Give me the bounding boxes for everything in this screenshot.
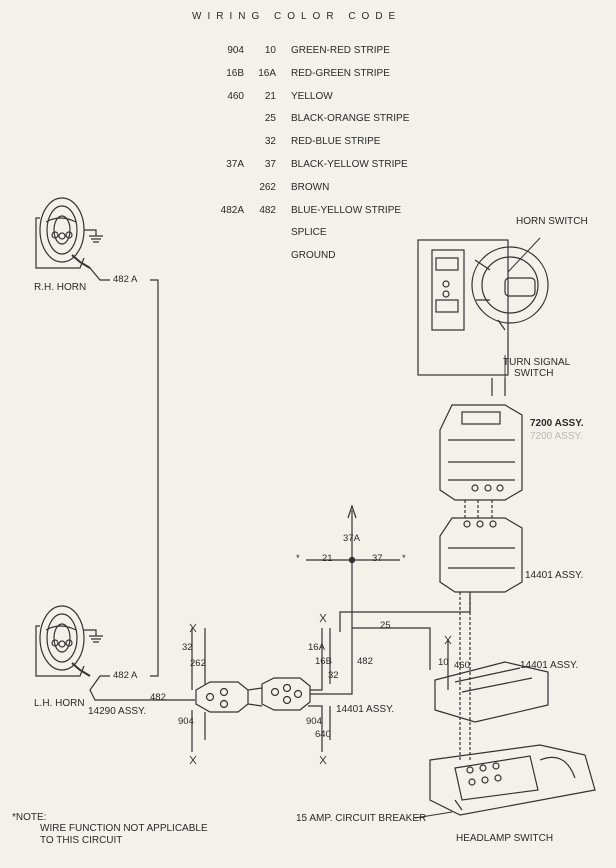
horn-switch-label: HORN SWITCH — [516, 216, 588, 227]
wire-label-482a-top: 482 A — [113, 274, 138, 285]
turn-signal-label-1: TURN SIGNAL — [503, 357, 571, 368]
connector-14290 — [195, 681, 263, 713]
wire-label-262: 262 — [190, 658, 206, 669]
headlamp-switch-symbol — [429, 744, 596, 816]
color-code-description: BLACK-ORANGE STRIPE — [291, 113, 410, 124]
color-code-description: GREEN-RED STRIPE — [291, 45, 390, 56]
color-code-description: BLACK-YELLOW STRIPE — [291, 159, 408, 170]
color-code-id-1: 37A — [226, 159, 244, 170]
circuit-breaker-label: 15 AMP. CIRCUIT BREAKER — [296, 813, 427, 824]
wire-label-482-left: 482 — [150, 692, 166, 703]
turn-signal-switch — [417, 237, 549, 396]
color-code-id-1: 482A — [220, 205, 244, 216]
connector-14401-lower — [434, 661, 549, 723]
connector-7200 — [439, 404, 523, 501]
assy-7200-faded-label: 7200 ASSY. — [530, 431, 583, 442]
note-line-1: WIRE FUNCTION NOT APPLICABLE — [40, 823, 208, 834]
note-line-2: TO THIS CIRCUIT — [40, 835, 123, 846]
headlamp-switch-label: HEADLAMP SWITCH — [456, 833, 554, 844]
wire-label-904-left: 904 — [178, 716, 194, 727]
color-code-id-2: 37 — [264, 159, 276, 170]
note-heading: *NOTE: — [12, 812, 47, 823]
rh-horn-symbol — [35, 197, 103, 269]
note-star-right: * — [402, 553, 406, 564]
color-code-description: BROWN — [291, 182, 330, 193]
diagram-title: WIRING COLOR CODE — [192, 11, 402, 22]
rh-horn-label: R.H. HORN — [34, 282, 87, 293]
wire-482a — [89, 267, 195, 701]
wire-label-10: 10 — [438, 657, 449, 668]
wire-label-482a-bottom: 482 A — [113, 670, 138, 681]
assy-7200-label: 7200 ASSY. — [530, 418, 584, 429]
wire-label-37: 37 — [372, 553, 383, 564]
wire-label-482-mid: 482 — [357, 656, 373, 667]
color-code-id-2: 482 — [259, 205, 276, 216]
turn-signal-label-2: SWITCH — [514, 368, 554, 379]
color-code-id-2: 21 — [264, 91, 276, 102]
connector-14401-upper — [439, 517, 523, 593]
lh-horn-symbol — [35, 605, 103, 677]
color-code-id-2: 25 — [264, 113, 276, 124]
color-code-description: RED-BLUE STRIPE — [291, 136, 381, 147]
color-code-description: SPLICE — [291, 227, 327, 238]
wire-label-16a: 16A — [308, 642, 325, 653]
wire-label-21: 21 — [322, 553, 333, 564]
color-code-id-2: 262 — [259, 182, 276, 193]
note-star-left: * — [296, 553, 300, 564]
color-code-id-2: 10 — [264, 45, 276, 56]
assy-14401-label-c: 14401 ASSY. — [336, 704, 395, 715]
wire-label-32-right: 32 — [328, 670, 339, 681]
connector-14401-small — [261, 677, 311, 711]
wire-label-904-right: 904 — [306, 716, 322, 727]
color-code-id-2: 32 — [264, 136, 276, 147]
lh-horn-label: L.H. HORN — [34, 698, 85, 709]
color-code-id-1: 460 — [227, 91, 244, 102]
wire-label-37a: 37A — [343, 533, 360, 544]
wire-label-16b: 16B — [315, 656, 332, 667]
wire-label-640: 640 — [315, 729, 331, 740]
assy-14401-label-b: 14401 ASSY. — [520, 660, 579, 671]
assy-14290-label: 14290 ASSY. — [88, 706, 147, 717]
wire-label-32-left: 32 — [182, 642, 193, 653]
color-code-id-2: 16A — [258, 68, 276, 79]
color-code-description: GROUND — [291, 250, 336, 261]
wire-label-460: 460 — [454, 660, 470, 671]
color-code-description: BLUE-YELLOW STRIPE — [291, 205, 402, 216]
wire-label-25: 25 — [380, 620, 391, 631]
color-code-id-1: 904 — [227, 45, 244, 56]
color-code-description: YELLOW — [291, 91, 333, 102]
color-code-description: RED-GREEN STRIPE — [291, 68, 390, 79]
assy-14401-label-a: 14401 ASSY. — [525, 570, 584, 581]
color-code-id-1: 16B — [226, 68, 244, 79]
